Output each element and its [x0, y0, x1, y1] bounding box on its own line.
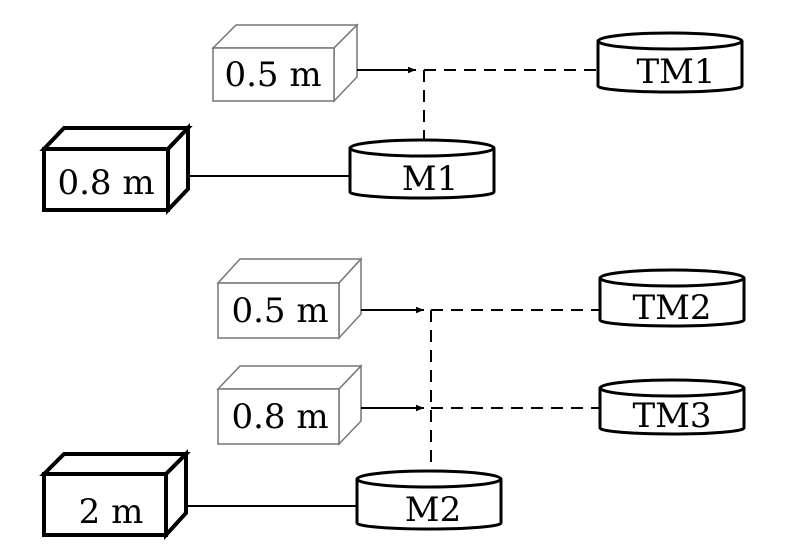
target-tm1-cylinder: TM1: [596, 31, 744, 94]
box-label: 2 m: [79, 492, 144, 532]
box-label: 0.8 m: [231, 397, 328, 437]
group-1: 0.5 m 0.8 m M1 TM1: [39, 23, 744, 215]
box-0-5m-1: 0.5 m: [211, 23, 359, 103]
box-0-5m-2: 0.5 m: [216, 257, 363, 340]
box-label: 0.8 m: [57, 163, 154, 203]
cylinder-label: M1: [402, 159, 458, 199]
box-label: 0.5 m: [231, 291, 328, 331]
cylinder-label: M2: [405, 490, 461, 530]
model-m1-cylinder: M1: [348, 138, 496, 200]
box-2m: 2 m: [39, 449, 191, 541]
cylinder-label: TM1: [636, 52, 715, 92]
cylinder-label: TM2: [632, 288, 711, 328]
target-tm2-cylinder: TM2: [598, 268, 746, 328]
cylinder-label: TM3: [632, 396, 711, 436]
box-0-8m-2: 0.8 m: [216, 364, 363, 446]
group-2: 0.5 m 0.8 m 2 m M2: [39, 257, 746, 541]
box-0-8m-1: 0.8 m: [39, 123, 193, 215]
box-label: 0.5 m: [224, 55, 321, 95]
target-tm3-cylinder: TM3: [598, 378, 746, 436]
model-m2-cylinder: M2: [355, 469, 503, 531]
